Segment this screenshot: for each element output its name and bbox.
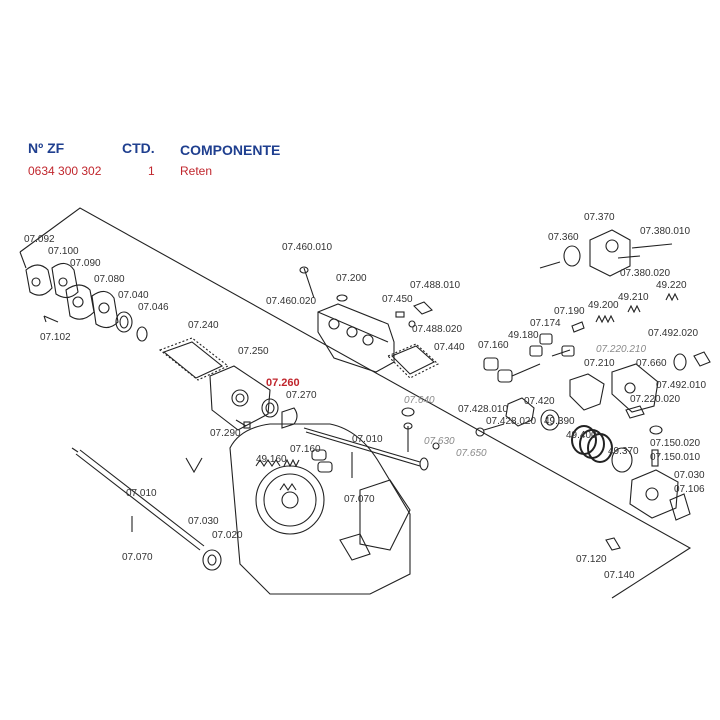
row-component: Reten [180,164,213,178]
part-label-07-460-020: 07.460.020 [266,296,316,307]
part-label-07-010: 07.010 [352,434,383,445]
part-label-07-160: 07.160 [478,340,509,351]
part-label-49-160: 49.160 [256,454,287,465]
part-label-07-290: 07.290 [210,428,241,439]
part-label-07-120: 07.120 [576,554,607,565]
part-label-07-660: 07.660 [636,358,667,369]
part-label-07-492-010: 07.492.010 [656,380,706,391]
row-quantity: 1 [148,164,155,178]
col-header-quantity: CTD. [122,140,155,156]
part-label-49-200: 49.200 [588,300,619,311]
part-label-07-020: 07.020 [212,530,243,541]
part-label-07-370: 07.370 [584,212,615,223]
part-label-07-140: 07.140 [604,570,635,581]
part-label-07-260: 07.260 [266,377,300,389]
part-label-07-090: 07.090 [70,258,101,269]
part-label-07-030: 07.030 [674,470,705,481]
part-label-07-270: 07.270 [286,390,317,401]
part-label-07-150-020: 07.150.020 [650,438,700,449]
part-label-07-200: 07.200 [336,273,367,284]
part-label-49-370: 49.370 [608,446,639,457]
col-header-component: COMPONENTE [180,142,281,158]
part-label-07-488-020: 07.488.020 [412,324,462,335]
part-label-07-640: 07.640 [404,395,435,406]
col-header-zf-number: Nº ZF [28,140,65,156]
drawing-linework [19,207,711,599]
part-label-07-250: 07.250 [238,346,269,357]
part-label-07-420: 07.420 [524,396,555,407]
part-label-07-630: 07.630 [424,436,455,447]
part-label-07-150-010: 07.150.010 [650,452,700,463]
part-label-49-220: 49.220 [656,280,687,291]
part-label-49-210: 49.210 [618,292,649,303]
part-label-07-190: 07.190 [554,306,585,317]
part-label-07-030: 07.030 [188,516,219,527]
part-label-07-102: 07.102 [40,332,71,343]
part-label-07-174: 07.174 [530,318,561,329]
row-zf-number: 0634 300 302 [28,164,102,178]
part-label-07-492-020: 07.492.020 [648,328,698,339]
part-label-07-380-020: 07.380.020 [620,268,670,279]
part-label-07-450: 07.450 [382,294,413,305]
part-label-07-106: 07.106 [674,484,705,495]
part-label-07-220-210: 07.220.210 [596,344,646,355]
part-label-07-210: 07.210 [584,358,615,369]
part-label-07-440: 07.440 [434,342,465,353]
part-label-07-650: 07.650 [456,448,487,459]
part-label-07-100: 07.100 [48,246,79,257]
part-label-07-240: 07.240 [188,320,219,331]
part-label-07-040: 07.040 [118,290,149,301]
part-label-49-390: 49.390 [544,416,575,427]
part-label-07-046: 07.046 [138,302,169,313]
part-label-07-070: 07.070 [122,552,153,563]
part-label-07-010: 07.010 [126,488,157,499]
part-label-07-160: 07.160 [290,444,321,455]
part-label-07-220-020: 07.220.020 [630,394,680,405]
part-label-07-428-020: 07.428.020 [486,416,536,427]
part-label-07-070: 07.070 [344,494,375,505]
part-label-07-092: 07.092 [24,234,55,245]
part-label-07-360: 07.360 [548,232,579,243]
part-label-07-428-010: 07.428.010 [458,404,508,415]
part-label-07-380-010: 07.380.010 [640,226,690,237]
part-label-07-080: 07.080 [94,274,125,285]
part-label-49-400: 49.400 [566,430,597,441]
part-label-07-488-010: 07.488.010 [410,280,460,291]
part-label-07-460-010: 07.460.010 [282,242,332,253]
part-label-49-180: 49.180 [508,330,539,341]
